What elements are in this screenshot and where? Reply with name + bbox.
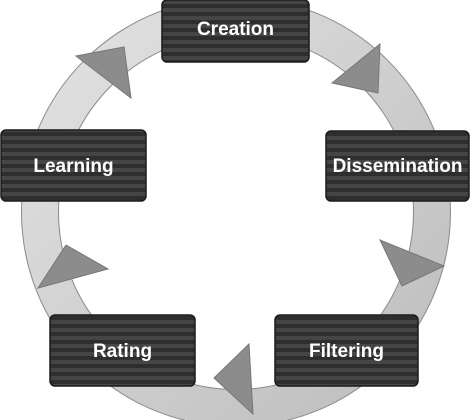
arrow-dissemination-to-filtering — [378, 239, 446, 287]
stage-creation-label: Creation — [197, 19, 274, 40]
stage-rating: Rating — [49, 314, 196, 387]
stage-filtering-label: Filtering — [309, 341, 384, 362]
stage-learning-label: Learning — [33, 156, 113, 177]
arrow-rating-to-learning — [36, 244, 110, 289]
stage-learning: Learning — [0, 129, 147, 202]
stage-creation: Creation — [161, 0, 310, 63]
arrow-filtering-to-rating — [213, 342, 254, 416]
stage-filtering: Filtering — [274, 314, 419, 387]
stage-rating-label: Rating — [93, 341, 152, 362]
stage-dissemination: Dissemination — [325, 130, 470, 202]
stage-dissemination-label: Dissemination — [333, 156, 463, 177]
arrow-creation-to-dissemination — [330, 42, 381, 94]
arrow-learning-to-creation — [74, 46, 132, 100]
